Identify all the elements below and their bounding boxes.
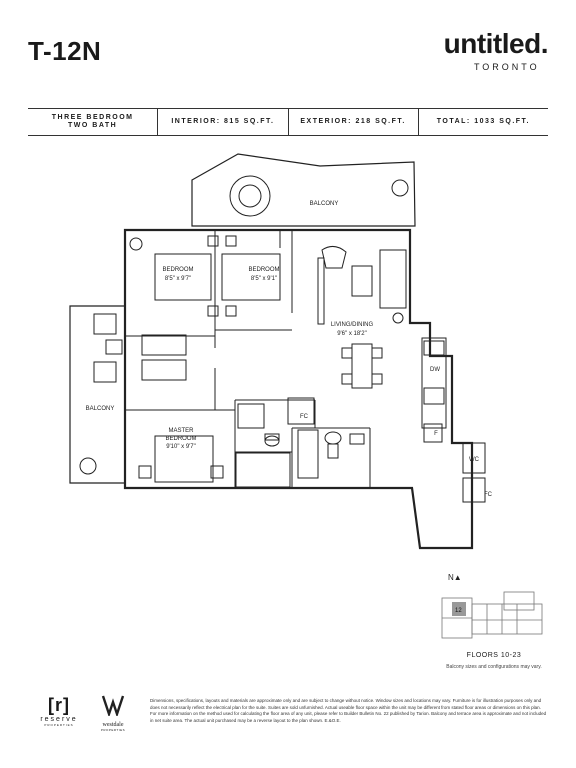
- master-label: MASTER: [168, 428, 194, 434]
- fc-label-2: FC: [484, 492, 493, 498]
- brand-logo: untitled. TORONTO: [443, 28, 549, 73]
- unit-type-line1: THREE BEDROOM: [51, 114, 134, 121]
- brand-city: TORONTO: [473, 62, 540, 72]
- balcony-note: Balcony sizes and configurations may var…: [446, 664, 542, 670]
- total-area: TOTAL: 1033 SQ.FT.: [436, 118, 530, 125]
- brand-name: untitled.: [443, 28, 549, 59]
- unit-outline: [123, 228, 474, 550]
- reserve-mark: [r]: [48, 695, 70, 715]
- bedroom2-label: BEDROOM: [248, 267, 279, 273]
- bedroom2-size: 8'5" x 9'1": [251, 276, 277, 282]
- f-label: F: [434, 431, 438, 437]
- exterior-area: EXTERIOR: 218 SQ.FT.: [289, 109, 419, 135]
- balcony-left-outline: [69, 305, 126, 484]
- westdale-logo: westdale PROPERTIES: [92, 694, 134, 732]
- balcony-top-label: BALCONY: [310, 201, 339, 207]
- dw-label: DW: [430, 367, 440, 373]
- disclaimer: Dimensions, specifications, layouts and …: [150, 698, 547, 723]
- spec-bar: THREE BEDROOM TWO BATH INTERIOR: 815 SQ.…: [28, 108, 548, 136]
- unit-number: 12: [455, 608, 462, 614]
- reserve-sub: PROPERTIES: [44, 723, 74, 727]
- unit-highlight: [452, 602, 466, 616]
- master-size: 9'10" x 9'7": [166, 444, 196, 450]
- bedroom1-size: 8'5" x 9'7": [165, 276, 191, 282]
- wc-label: WC: [469, 457, 480, 463]
- floors-label: FLOORS 10-23: [466, 652, 522, 659]
- unit-type: THREE BEDROOM TWO BATH: [28, 109, 159, 135]
- key-plan: N▲ 12: [441, 573, 543, 639]
- balcony-left-label: BALCONY: [86, 406, 115, 412]
- westdale-word: westdale: [102, 722, 124, 728]
- fc-label: FC: [300, 414, 309, 420]
- unit-title: T-12N: [28, 36, 102, 66]
- reserve-logo: [r] reserve PROPERTIES: [34, 695, 84, 727]
- interior-area: INTERIOR: 815 SQ.FT.: [158, 109, 289, 135]
- westdale-sub: PROPERTIES: [100, 728, 126, 732]
- living-label: LIVING/DINING: [331, 322, 374, 328]
- reserve-word: reserve: [40, 716, 78, 723]
- master-label-2: BEDROOM: [165, 436, 196, 442]
- balcony-top-outline: [191, 153, 416, 227]
- unit-type-line2: TWO BATH: [68, 122, 118, 129]
- floor-plan: BALCONY BALCONY BEDROOM 8'5" x 9'7" BEDR…: [69, 153, 493, 550]
- north-arrow: N▲: [448, 573, 462, 582]
- westdale-mark-icon: [101, 695, 125, 718]
- living-size: 9'6" x 18'2": [337, 331, 367, 337]
- bedroom1-label: BEDROOM: [162, 267, 193, 273]
